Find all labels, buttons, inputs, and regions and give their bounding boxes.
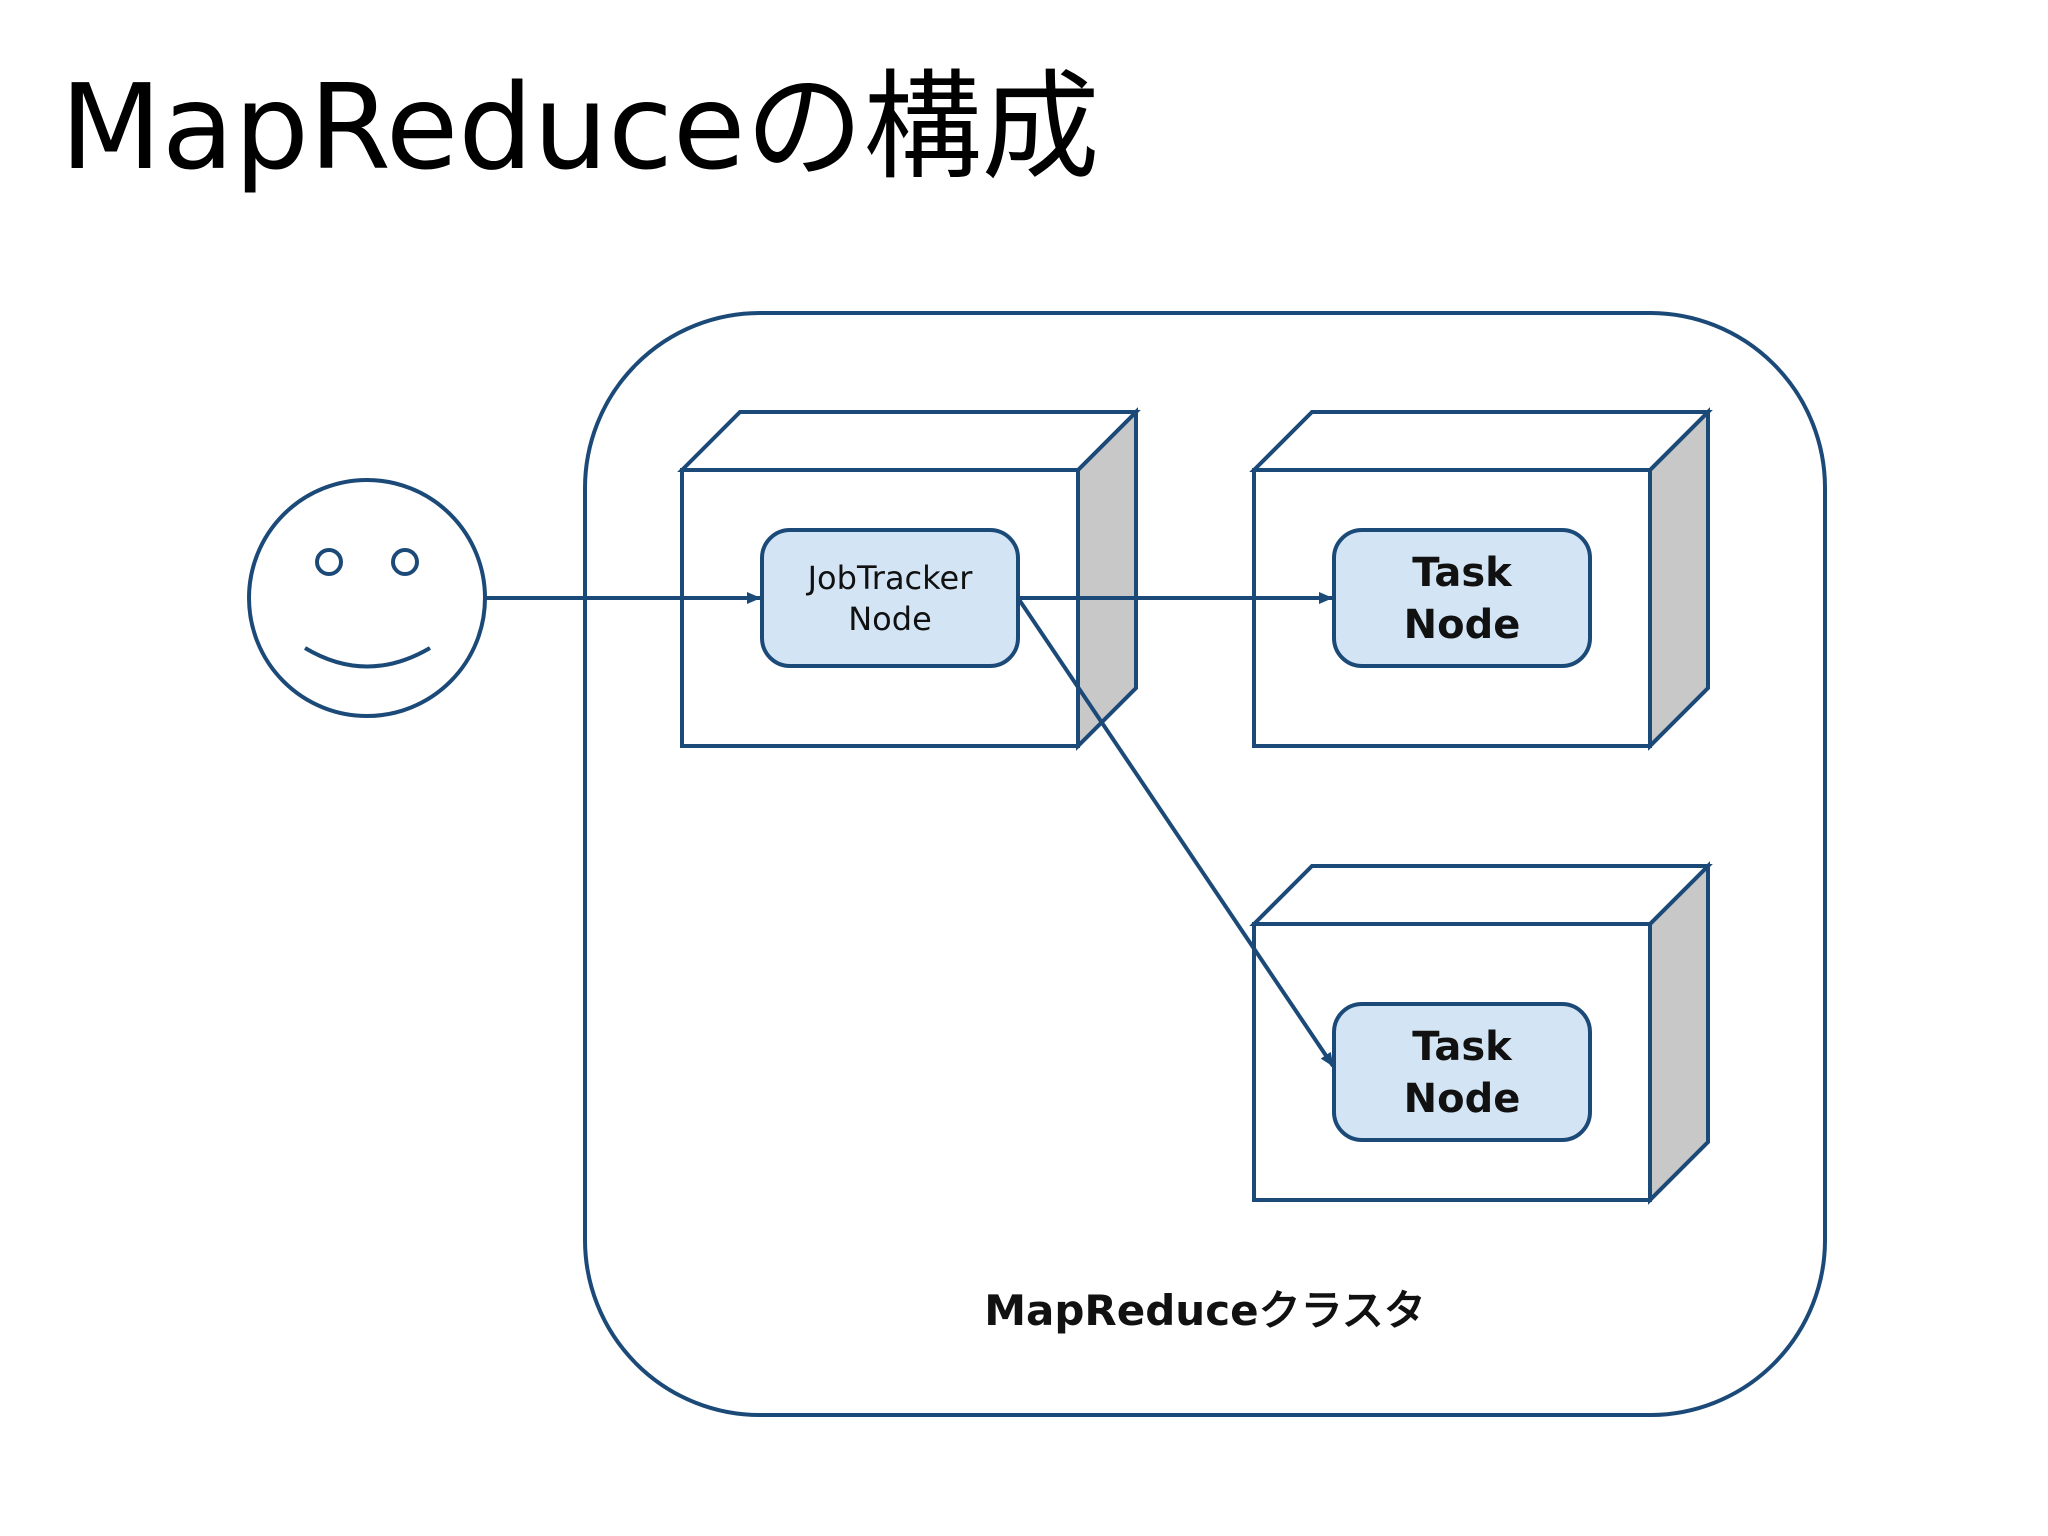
task-node-2-label-line1: Task bbox=[1412, 1024, 1513, 1070]
cluster-label: MapReduceクラスタ bbox=[984, 1286, 1426, 1335]
task-node-1-label-line1: Task bbox=[1412, 550, 1513, 596]
task-node-1: Task Node bbox=[1332, 528, 1592, 668]
slide-title: MapReduceの構成 bbox=[60, 58, 1100, 196]
task-node-2: Task Node bbox=[1332, 1002, 1592, 1142]
jobtracker-label-line2: Node bbox=[848, 600, 932, 638]
task-node-2-label-line2: Node bbox=[1404, 1076, 1521, 1122]
task-node-1-label-line2: Node bbox=[1404, 602, 1521, 648]
arrow-jobtracker-to-task-node-2 bbox=[1016, 596, 1335, 1068]
jobtracker-label-line1: JobTracker bbox=[806, 559, 974, 597]
smiley-face-icon bbox=[247, 478, 487, 718]
jobtracker-node: JobTracker Node bbox=[760, 528, 1020, 668]
